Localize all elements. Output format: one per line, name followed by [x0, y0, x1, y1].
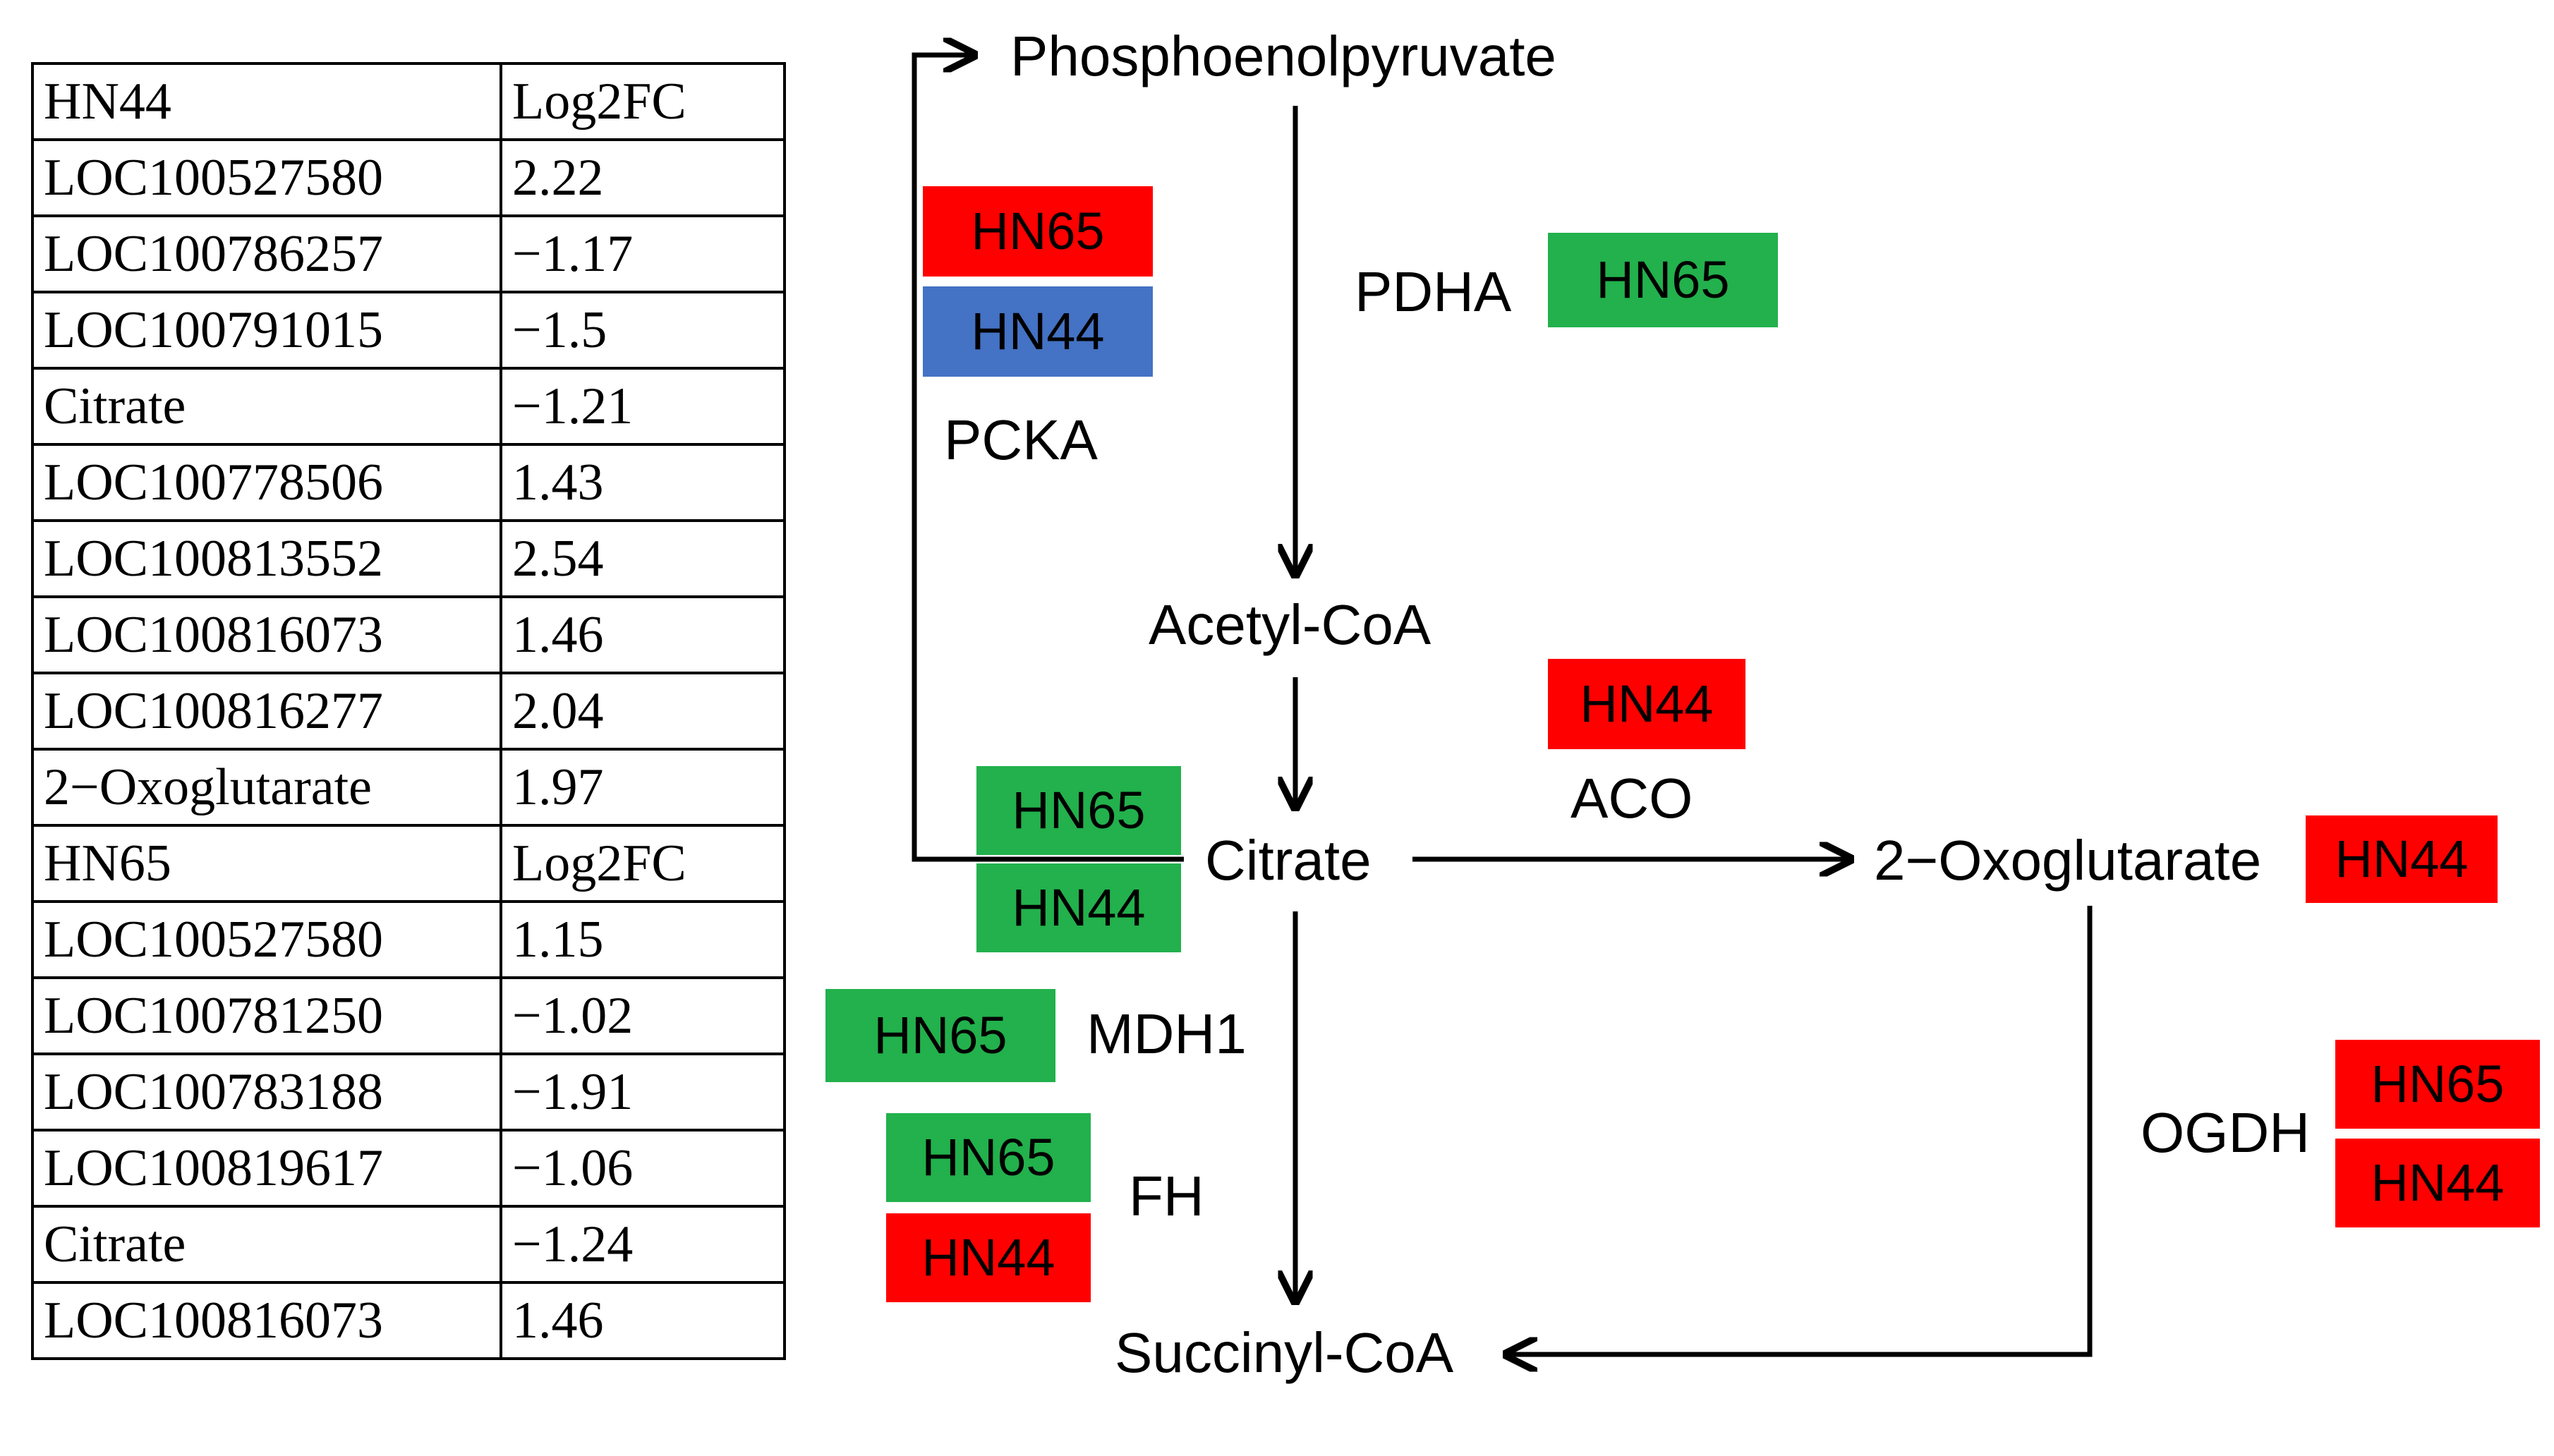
enzyme-pdha: PDHA — [1355, 260, 1512, 323]
table-cell-log2fc: 1.46 — [500, 595, 786, 674]
table-row: LOC100781250−1.02 — [31, 976, 786, 1055]
table-row: Citrate−1.24 — [31, 1205, 786, 1284]
arrow-oxo-to-succinyl — [1510, 906, 2093, 1354]
table-cell-log2fc: Log2FC — [500, 62, 786, 141]
badge-fh-hn65: HN65 — [886, 1113, 1091, 1202]
table-cell-log2fc: 1.15 — [500, 900, 786, 979]
table-cell-name: LOC100819617 — [31, 1129, 502, 1208]
badge-fh-hn44: HN44 — [886, 1213, 1091, 1302]
table-cell-name: LOC100791015 — [31, 291, 502, 370]
enzyme-fh: FH — [1129, 1165, 1204, 1227]
table-cell-log2fc: −1.5 — [500, 291, 786, 370]
badge-ogdh-hn65: HN65 — [2335, 1040, 2540, 1129]
table-cell-log2fc: −1.91 — [500, 1052, 786, 1132]
table-row: LOC100791015−1.5 — [31, 291, 786, 370]
table-cell-name: HN65 — [31, 824, 502, 903]
metabolite-citrate: Citrate — [1205, 829, 1372, 892]
table-row: Citrate−1.21 — [31, 367, 786, 446]
badge-oxoglutarate-hn44: HN44 — [2306, 815, 2498, 903]
table-cell-name: Citrate — [31, 367, 502, 446]
table-cell-log2fc: 1.43 — [500, 443, 786, 522]
table-cell-log2fc: −1.02 — [500, 976, 786, 1055]
enzyme-ogdh: OGDH — [2141, 1101, 2310, 1164]
table-cell-log2fc: 2.04 — [500, 672, 786, 751]
table-cell-name: LOC100778506 — [31, 443, 502, 522]
table-cell-name: HN44 — [31, 62, 502, 141]
metabolite-succinyl-coa: Succinyl-CoA — [1115, 1321, 1454, 1384]
table-cell-name: LOC100816073 — [31, 595, 502, 674]
table-cell-name: LOC100527580 — [31, 138, 502, 217]
table-cell-name: 2−Oxoglutarate — [31, 748, 502, 827]
table-cell-log2fc: 2.54 — [500, 519, 786, 598]
table-cell-name: LOC100527580 — [31, 900, 502, 979]
table-cell-log2fc: 1.46 — [500, 1281, 786, 1360]
table-cell-name: LOC100781250 — [31, 976, 502, 1055]
table-cell-log2fc: Log2FC — [500, 824, 786, 903]
badge-pcka-hn65: HN65 — [923, 186, 1153, 277]
metabolite-2-oxoglutarate: 2−Oxoglutarate — [1874, 829, 2262, 892]
table-cell-log2fc: −1.21 — [500, 367, 786, 446]
table-cell-log2fc: −1.06 — [500, 1129, 786, 1208]
table-cell-log2fc: 1.97 — [500, 748, 786, 827]
table-cell-log2fc: −1.24 — [500, 1205, 786, 1284]
table-row: LOC100786257−1.17 — [31, 214, 786, 293]
metabolite-phosphoenolpyruvate: Phosphoenolpyruvate — [1010, 25, 1556, 87]
badge-mdh1-hn65: HN65 — [825, 989, 1055, 1082]
table-cell-log2fc: −1.17 — [500, 214, 786, 293]
table-row: LOC100819617−1.06 — [31, 1129, 786, 1208]
enzyme-mdh1: MDH1 — [1087, 1002, 1247, 1065]
table-cell-log2fc: 2.22 — [500, 138, 786, 217]
metabolite-acetyl-coa: Acetyl-CoA — [1149, 593, 1432, 656]
badge-aco-hn44: HN44 — [1548, 659, 1745, 749]
table-cell-name: LOC100783188 — [31, 1052, 502, 1132]
enzyme-pcka: PCKA — [944, 408, 1098, 471]
table-cell-name: LOC100813552 — [31, 519, 502, 598]
table-row: LOC100783188−1.91 — [31, 1052, 786, 1132]
badge-citrate-hn65: HN65 — [976, 766, 1181, 855]
enzyme-aco: ACO — [1570, 767, 1693, 830]
arrow-citrate-to-pep — [912, 55, 1184, 862]
table-cell-name: Citrate — [31, 1205, 502, 1284]
badge-citrate-hn44: HN44 — [976, 863, 1181, 952]
badge-ogdh-hn44: HN44 — [2335, 1139, 2540, 1227]
badge-pdha-hn65: HN65 — [1548, 233, 1778, 327]
table-cell-name: LOC100816277 — [31, 672, 502, 751]
table-cell-name: LOC100786257 — [31, 214, 502, 293]
table-cell-name: LOC100816073 — [31, 1281, 502, 1360]
badge-pcka-hn44: HN44 — [923, 286, 1153, 377]
